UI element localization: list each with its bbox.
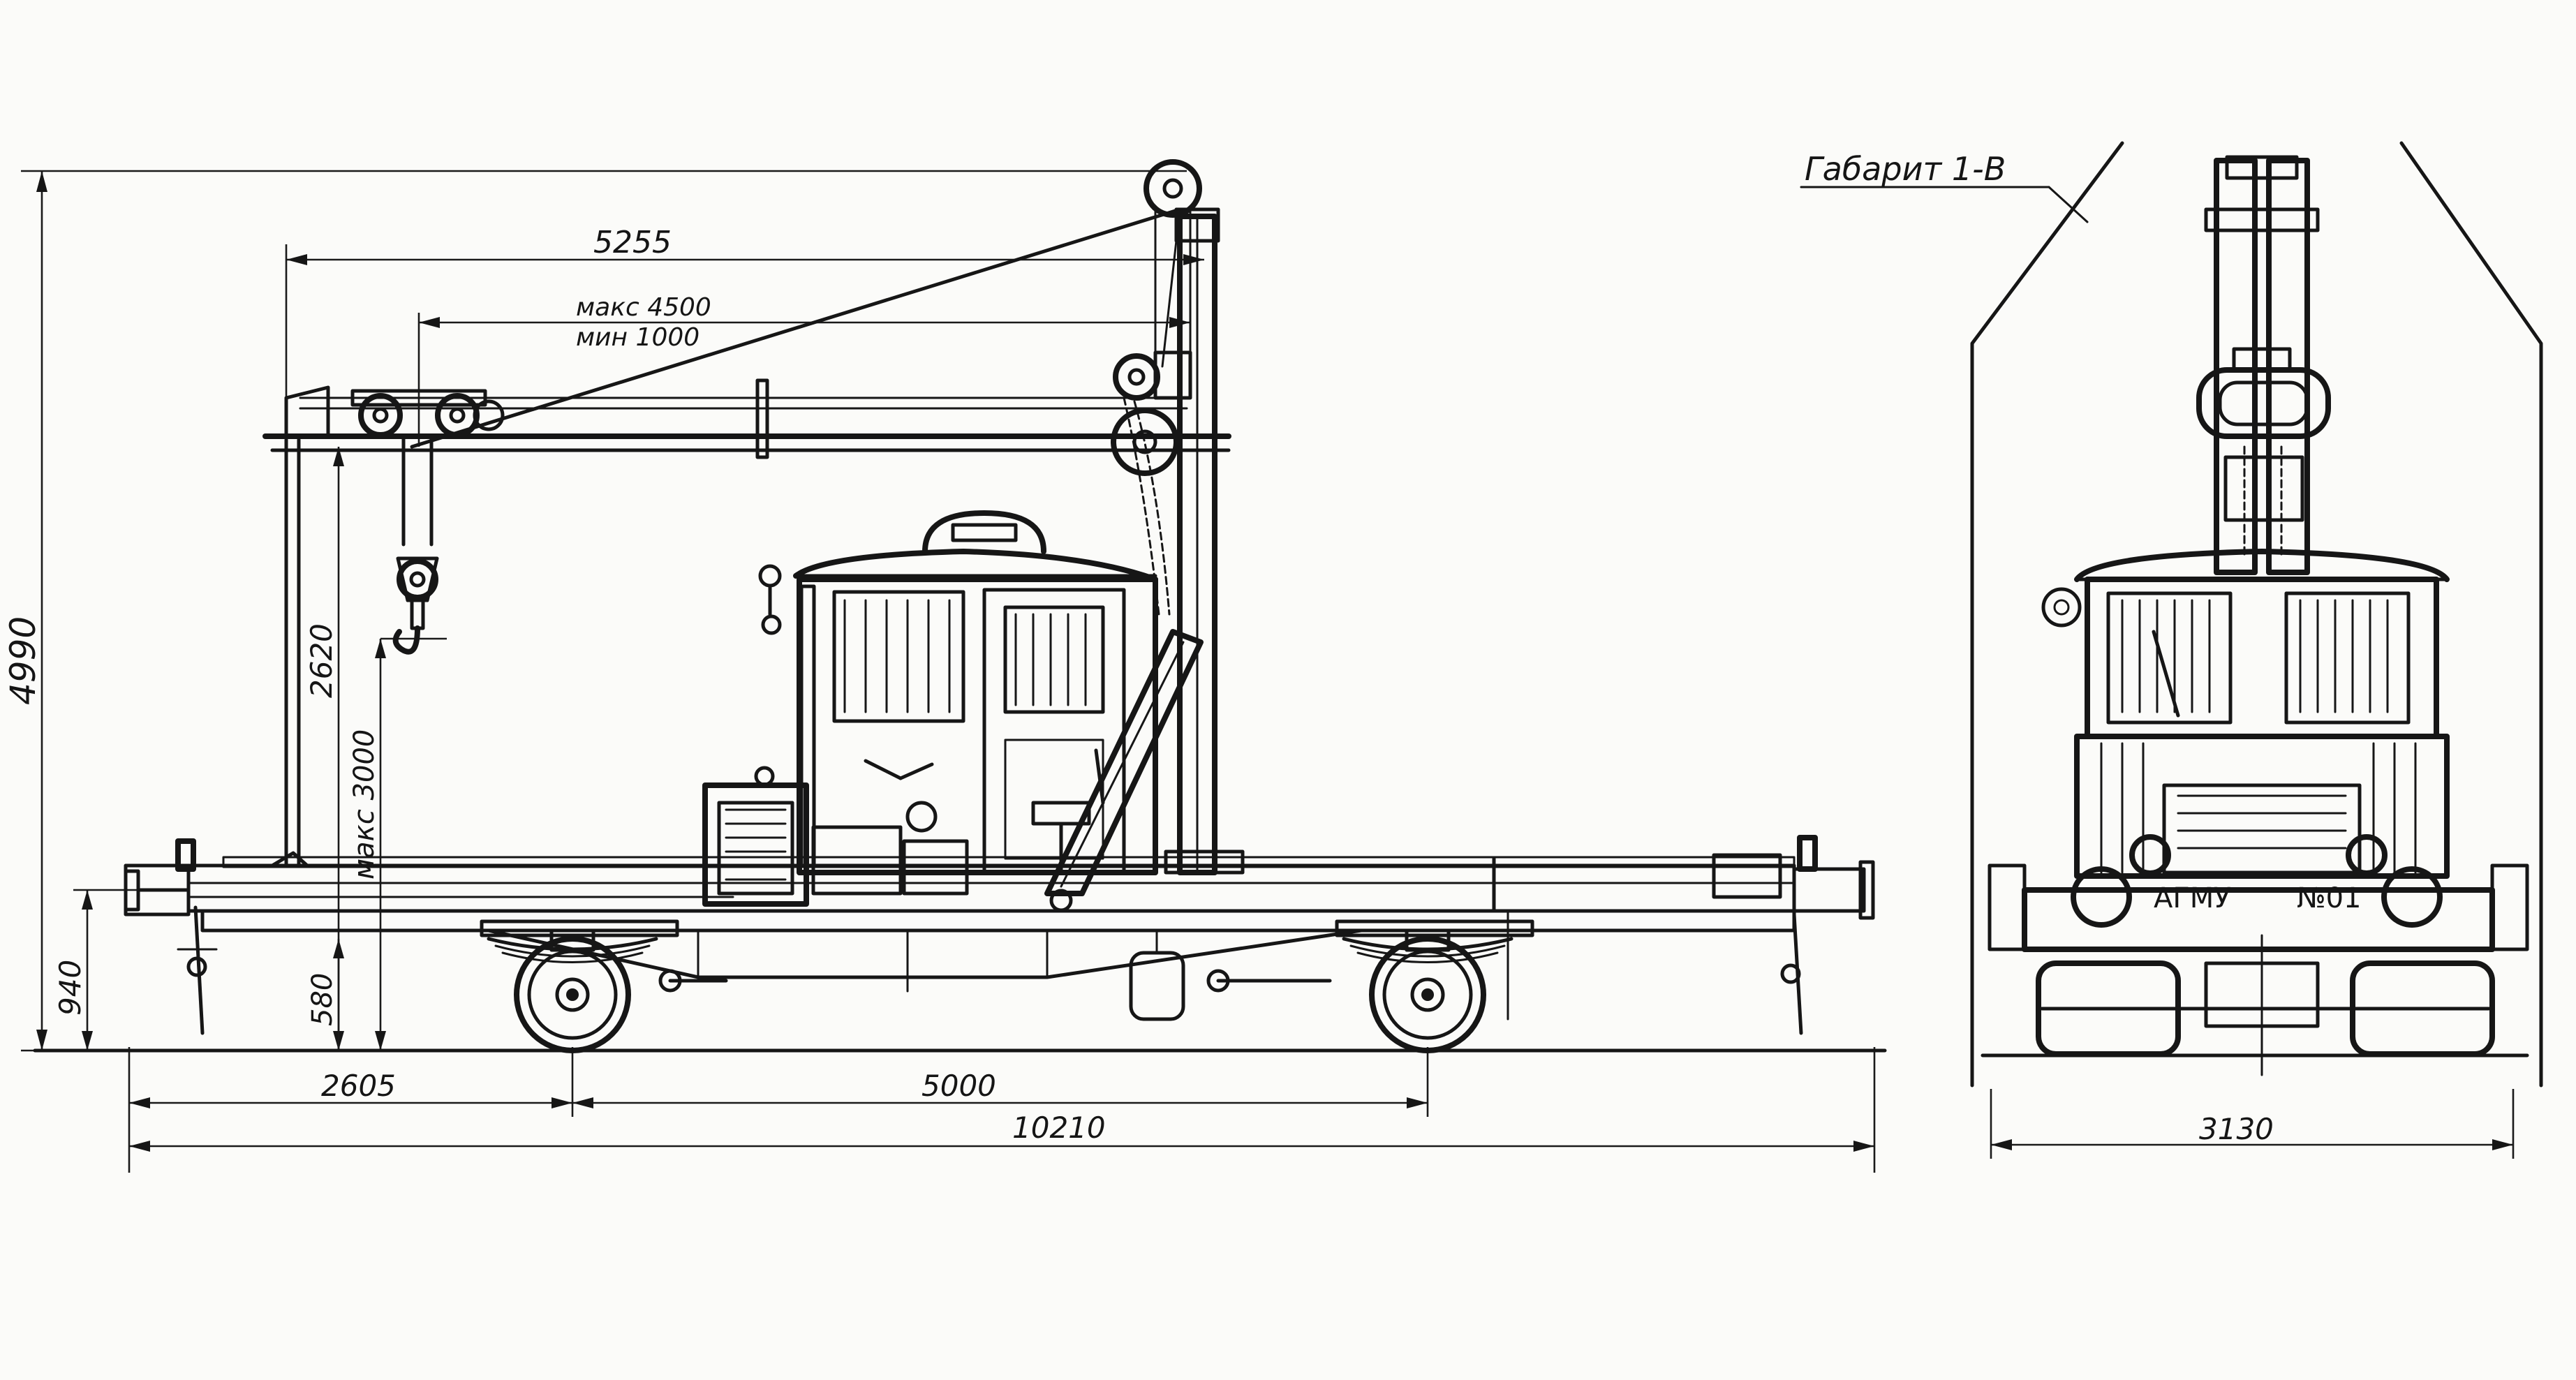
dim-overall-length: 10210 [1012,1111,1106,1145]
dim-hook-lift: макс 3000 [348,729,380,880]
right-wheelset [1206,919,1534,1053]
dim-end-width: 3130 [2199,1112,2274,1146]
left-buffer [124,838,218,1035]
dim-wheelbase: 5000 [921,1069,996,1103]
dim-buffer-height: 940 [53,960,87,1016]
dim-frame-height: 580 [306,973,339,1026]
gauge-label: Габарит 1-В [1805,150,2006,188]
dim-jib-height: 2620 [304,623,339,698]
side-view-vehicle [33,159,1887,1053]
jib-support-column [270,438,309,868]
dim-reach-max: макс 4500 [576,293,711,322]
end-view-dimensions: 3130 [1990,1089,2515,1159]
plate-left: АГМУ [2154,882,2231,914]
hoist-chain [1123,396,1171,616]
end-view-vehicle: АГМУ №01 [1981,155,2529,1076]
side-view-dimensions: 4990 5255 макс 4500 мин 1000 2620 макс 3… [3,170,1885,1173]
hoist-hook [392,434,439,655]
plate-right: №01 [2297,882,2362,914]
mast-brace [1044,629,1204,912]
right-buffer [1712,835,1875,1035]
crane-jib [262,205,1231,476]
dim-total-height: 4990 [3,616,43,705]
dim-reach-min: мин 1000 [576,323,699,352]
crane-mast [1113,159,1245,875]
dim-jib-reach: 5255 [593,225,672,260]
engine-unit [702,748,1105,907]
dim-overhang: 2605 [321,1069,396,1103]
gauge-outline: Габарит 1-В [1800,141,2543,1088]
left-wheelset [480,919,728,1053]
main-frame [186,856,1796,1021]
